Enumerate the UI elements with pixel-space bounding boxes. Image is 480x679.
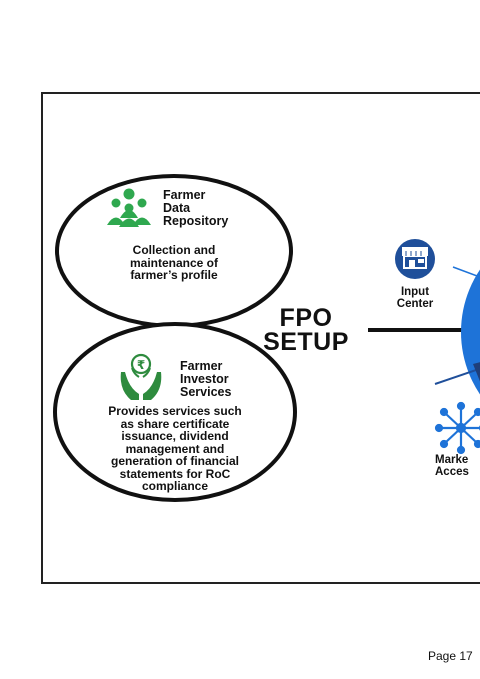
farmer-investor-title-line2: Investor xyxy=(180,372,229,386)
storefront-icon xyxy=(395,239,435,279)
spoke-line-input xyxy=(452,266,480,278)
farmer-data-repository-title: Farmer Data Repository xyxy=(163,189,228,228)
diagram-canvas: ₹ xyxy=(53,174,480,502)
farmer-investor-services-circle xyxy=(53,322,297,502)
farmer-data-repository-description: Collection and maintenance of farmer’s p… xyxy=(129,243,219,282)
farmer-investor-title-line1: Farmer xyxy=(180,359,223,373)
people-group-icon xyxy=(107,188,151,227)
input-center-label: Input Center xyxy=(396,286,434,310)
svg-text:₹: ₹ xyxy=(137,358,145,372)
diagram-frame: ₹ Farmer Data Repository Collection and … xyxy=(41,92,480,584)
farmer-investor-services-title: Farmer Investor Services xyxy=(180,360,231,399)
network-node-icon xyxy=(434,401,480,455)
farmer-data-title-line1: Farmer xyxy=(163,188,206,202)
blue-hub-circle xyxy=(461,269,480,395)
farmer-investor-services-description: Provides services such as share certific… xyxy=(108,404,242,493)
farmer-data-title-line3: Repository xyxy=(163,214,229,228)
market-access-label: Marke Acces xyxy=(435,454,469,478)
page-number: Page 17 xyxy=(428,649,473,663)
fpo-setup-title: FPO SETUP xyxy=(263,304,349,356)
farmer-investor-title-line3: Services xyxy=(180,385,232,399)
farmer-data-title-line2: Data xyxy=(163,201,191,215)
rupee-hands-icon: ₹ xyxy=(120,353,162,400)
hub-wedge xyxy=(473,362,480,382)
